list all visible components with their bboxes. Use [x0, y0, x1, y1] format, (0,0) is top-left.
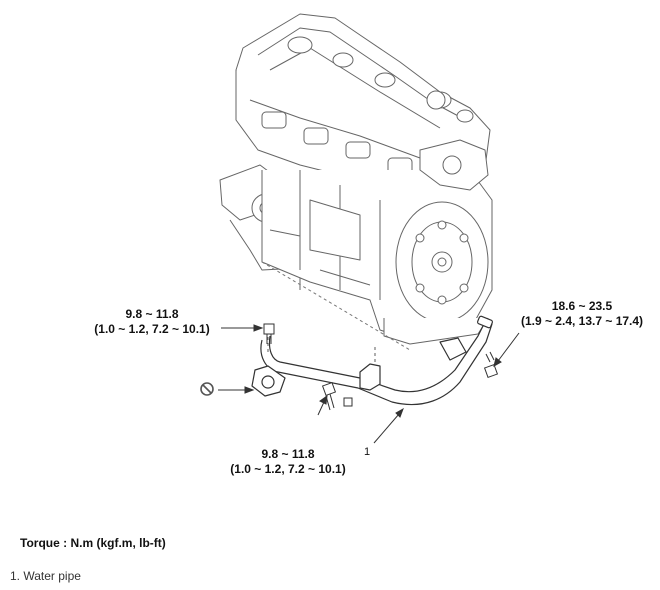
- engine-water-pipe-diagram: [200, 13, 520, 444]
- torque-callout-right-value: 18.6 ~ 23.5: [551, 299, 613, 313]
- torque-callout-right-conversion: (1.9 ~ 2.4, 13.7 ~ 17.4): [520, 314, 644, 328]
- torque-callout-left: 9.8 ~ 11.8 (1.0 ~ 1.2, 7.2 ~ 10.1): [82, 307, 222, 337]
- torque-units-label: Torque : N.m (kgf.m, lb-ft): [20, 536, 166, 550]
- leader-arrows: [218, 324, 520, 444]
- parts-legend: 1. Water pipe: [10, 569, 81, 583]
- no-reuse-icon: [200, 382, 214, 396]
- part-number-label: 1: [364, 446, 371, 458]
- legend-item: 1. Water pipe: [10, 569, 81, 583]
- water-pipe-illustration: [251, 315, 493, 406]
- bolt-icon: [263, 323, 499, 411]
- engine-illustration: [219, 13, 493, 351]
- torque-callout-bottom: 9.8 ~ 11.8 (1.0 ~ 1.2, 7.2 ~ 10.1): [218, 447, 358, 477]
- torque-callout-left-conversion: (1.0 ~ 1.2, 7.2 ~ 10.1): [94, 322, 210, 336]
- torque-callout-left-value: 9.8 ~ 11.8: [125, 307, 179, 321]
- torque-callout-right: 18.6 ~ 23.5 (1.9 ~ 2.4, 13.7 ~ 17.4): [512, 299, 652, 329]
- torque-callout-bottom-conversion: (1.0 ~ 1.2, 7.2 ~ 10.1): [230, 462, 346, 476]
- torque-callout-bottom-value: 9.8 ~ 11.8: [261, 447, 315, 461]
